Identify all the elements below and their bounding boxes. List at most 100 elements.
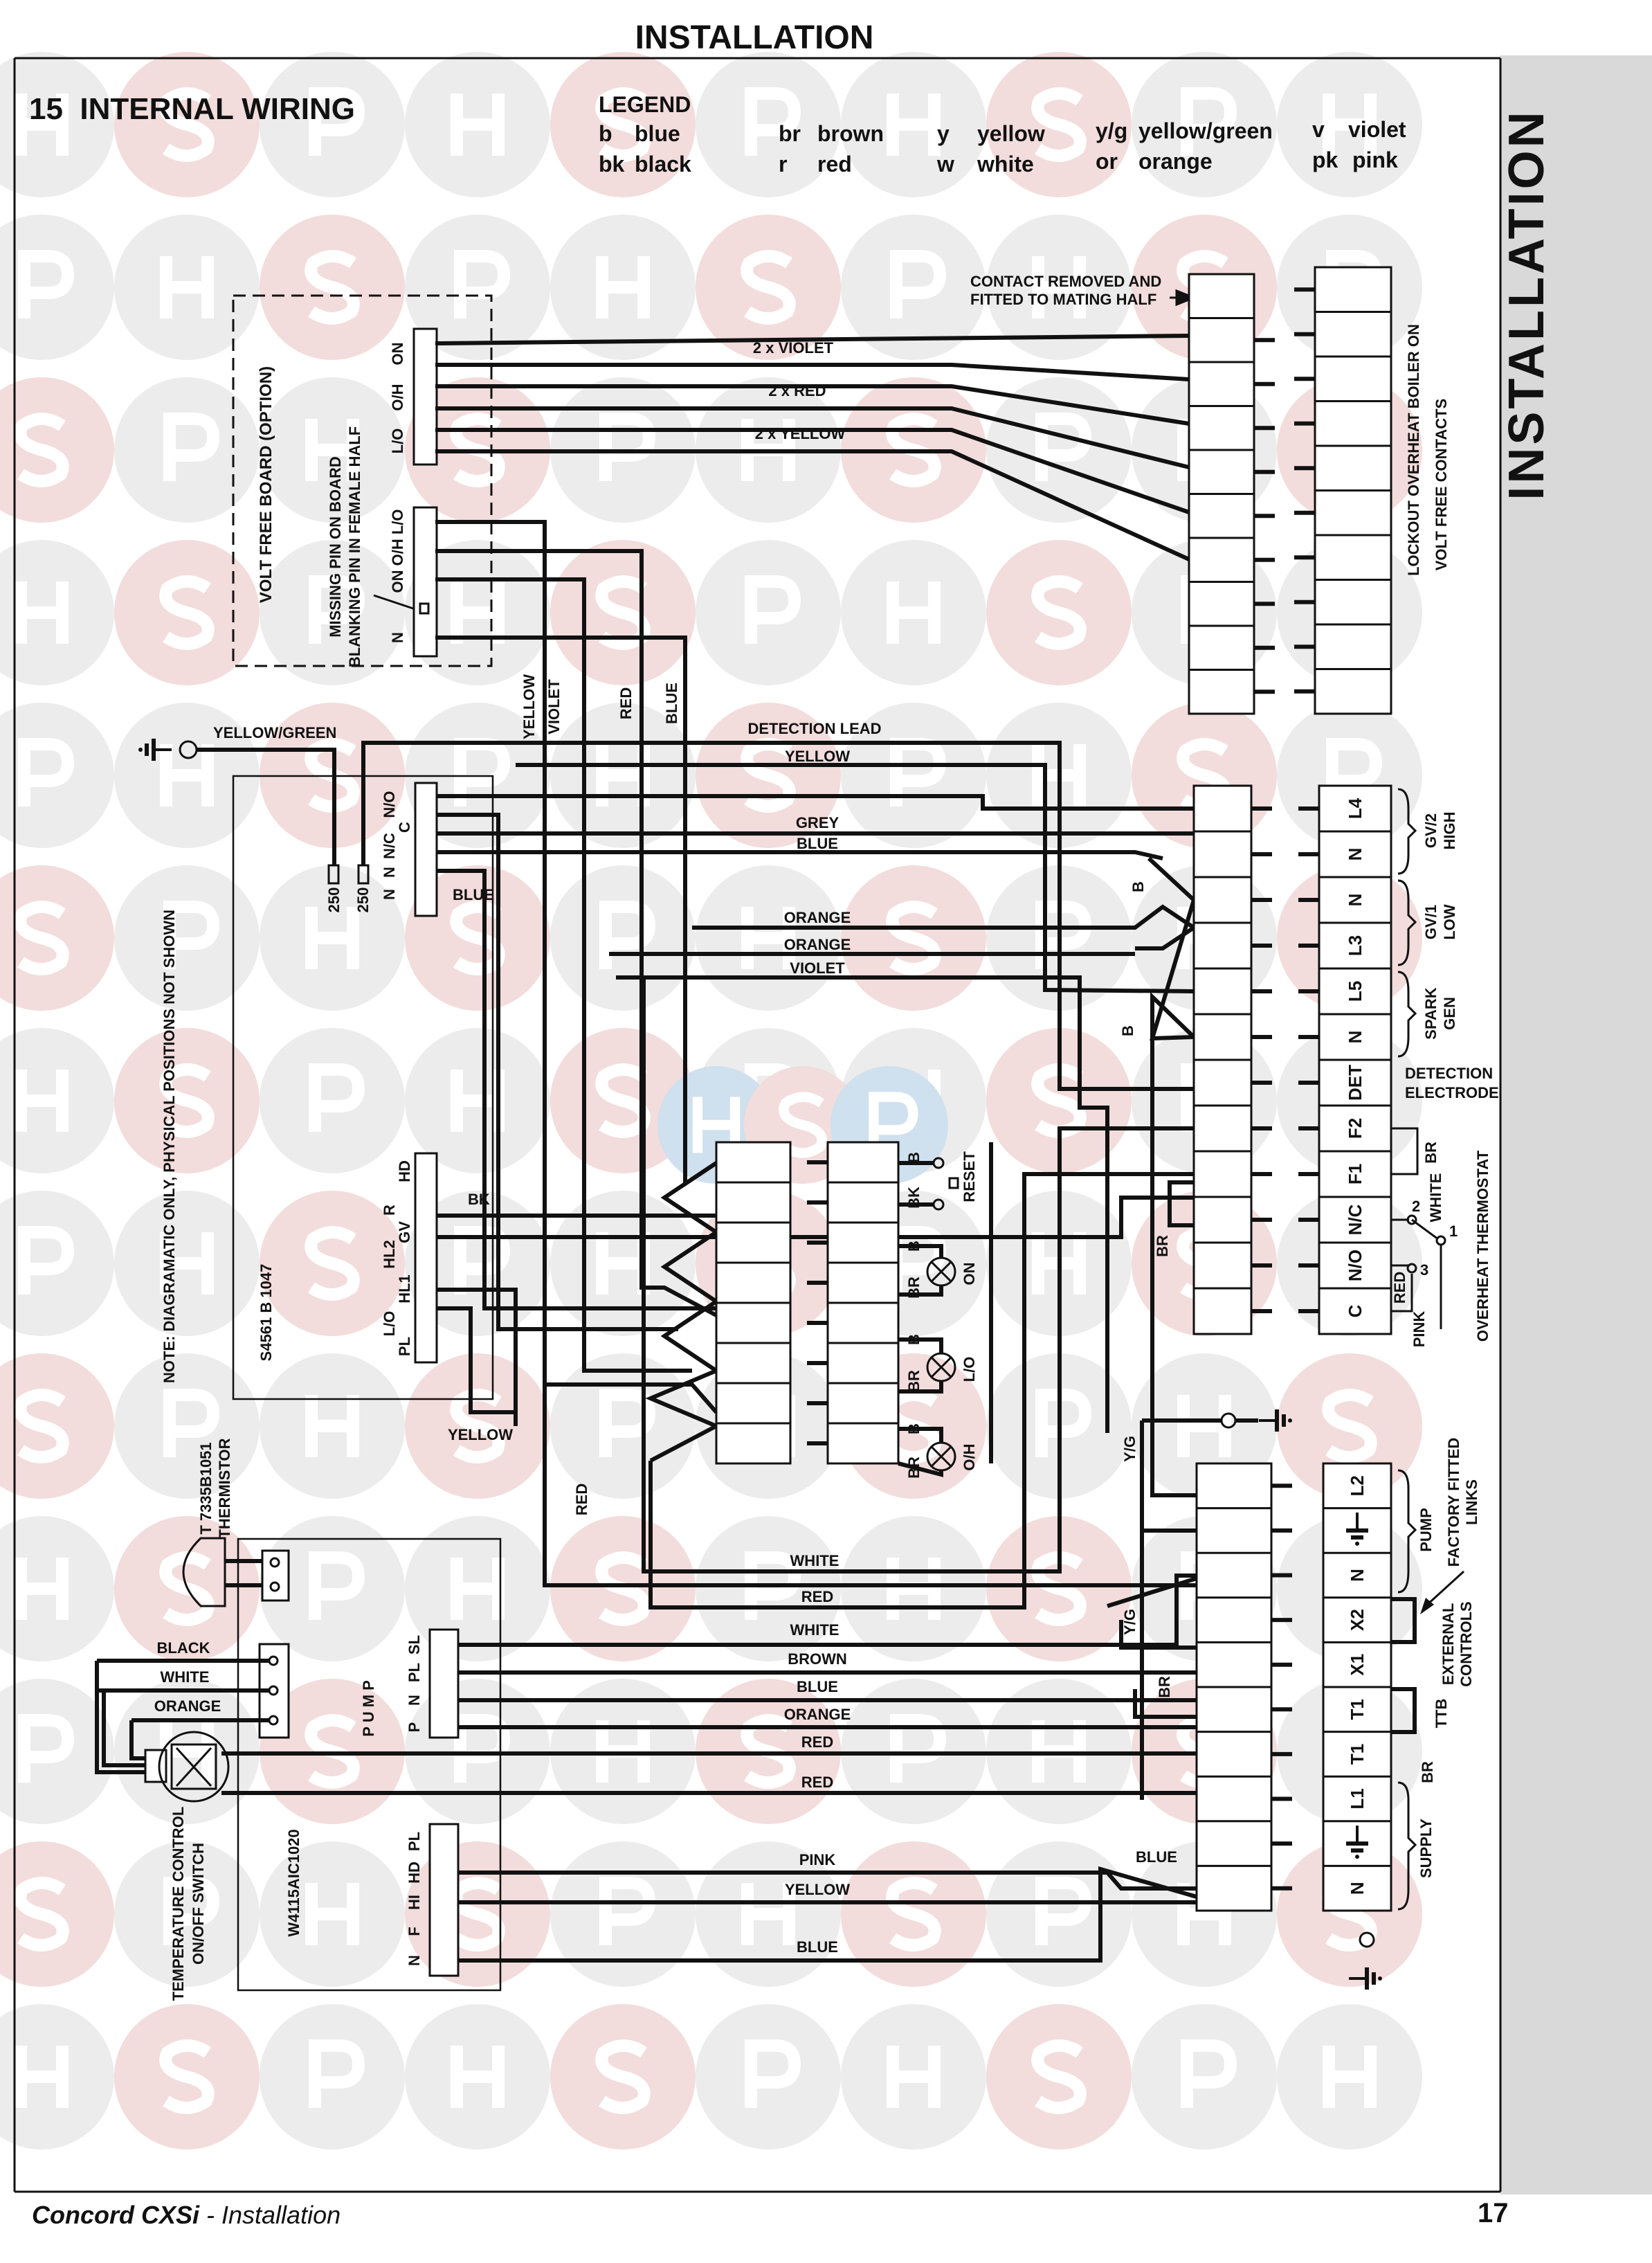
terminal-label: N	[1347, 1882, 1368, 1895]
wire-label: BLUE	[797, 1938, 838, 1956]
wire-label: ORANGE	[154, 1697, 221, 1715]
terminal-label: X2	[1347, 1609, 1368, 1631]
watermark-glyph	[14, 1877, 69, 1951]
watermark-glyph	[745, 575, 801, 644]
footer-doc-suffix: - Installation	[199, 2201, 341, 2229]
watermark-glyph	[1323, 93, 1377, 156]
wire-label: VIOLET	[790, 959, 845, 977]
gv2-label: HIGH	[1441, 812, 1458, 850]
pin-label: SL	[406, 1635, 423, 1655]
overheat-thermostat-label: OVERHEAT THERMOSTAT	[1474, 1150, 1491, 1342]
watermark-glyph	[890, 1714, 947, 1783]
spark-label: SPARK	[1422, 987, 1440, 1039]
watermark-glyph	[595, 87, 651, 162]
supply-harness-block	[1195, 1462, 1292, 1912]
pin-label: N	[406, 1695, 423, 1706]
control-connector-a	[414, 782, 438, 917]
legend-name: brown	[817, 121, 884, 146]
external-controls-label: CONTROLS	[1458, 1601, 1475, 1686]
watermark-glyph	[599, 1389, 656, 1457]
control-board-model: S4561 B 1047	[257, 1264, 275, 1362]
volt-free-contacts-functions: LOCKOUT OVERHEAT BOILER ON	[1405, 324, 1422, 576]
wire-mark: RED	[1391, 1272, 1408, 1304]
legend-code: y	[937, 121, 950, 146]
blanking-pin-note: BLANKING PIN IN FEMALE HALF	[346, 426, 363, 667]
wire-label: RED	[801, 1774, 833, 1791]
legend-name: black	[635, 152, 691, 177]
wire-mark: BR	[905, 1370, 923, 1392]
thermistor-label: THERMISTOR	[216, 1438, 233, 1538]
harness-wires: DETECTION LEAD YELLOW GREY BLUE ORANGE O…	[516, 720, 1199, 1587]
watermark-glyph	[18, 738, 75, 806]
watermark-glyph	[1326, 738, 1383, 806]
temperature-control-switch[interactable]	[158, 1731, 230, 1803]
vertical-wire-red: RED	[617, 687, 635, 719]
legend-code: or	[1096, 149, 1118, 174]
terminal-label: N	[1345, 848, 1365, 861]
terminal-label: X1	[1347, 1654, 1368, 1676]
pump-label: PUMP	[1417, 1508, 1435, 1552]
wire-label: ORANGE	[784, 909, 851, 926]
wire-label: BLUE	[797, 1678, 838, 1695]
terminal-label: F2	[1345, 1118, 1365, 1139]
gas-valve-annotations: GV/2 HIGH GV/1 LOW SPARK GEN DETECTION E…	[1391, 788, 1499, 1347]
wire-label: ORANGE	[784, 1706, 851, 1723]
diagram-note: NOTE: DIAGRAMATIC ONLY, PHYSICAL POSITIO…	[161, 910, 178, 1383]
footer-document: Concord CXSi - Installation	[32, 2201, 341, 2229]
watermark-glyph	[1181, 2039, 1237, 2108]
watermark-glyph	[309, 87, 365, 156]
control-connector-b	[414, 1152, 438, 1364]
watermark-glyph	[1323, 2046, 1377, 2108]
legend-name: white	[977, 152, 1034, 177]
watermark-glyph	[15, 581, 69, 644]
missing-pin-arrow	[373, 594, 416, 611]
watermark-glyph	[15, 1558, 69, 1620]
earth-lead-label: YELLOW/GREEN	[213, 724, 336, 741]
watermark-glyph	[1032, 256, 1086, 318]
section-title: 15 INTERNAL WIRING	[29, 92, 355, 126]
watermark-glyph	[305, 907, 359, 969]
vertical-wire-yellow: YELLOW	[520, 674, 538, 739]
logo-glyph	[779, 1092, 827, 1158]
watermark-glyph	[14, 413, 69, 487]
spade-terminal	[357, 864, 370, 885]
watermark-glyph	[745, 1551, 801, 1620]
legend-title: LEGEND	[599, 92, 691, 117]
pin-label: N	[389, 632, 406, 643]
volt-free-board-outline	[232, 294, 493, 667]
legend: LEGEND b blue bk black br brown r red y …	[599, 92, 1406, 177]
relay-block-right	[807, 1141, 900, 1465]
pin-label: N	[381, 889, 398, 900]
wire-label: GREY	[796, 814, 839, 831]
watermark-glyph	[595, 1063, 651, 1138]
legend-code: br	[779, 121, 801, 146]
pump-connector-label: PUMP	[360, 1676, 377, 1737]
watermark-glyph	[309, 2039, 365, 2108]
watermark-glyph	[15, 2046, 69, 2108]
watermark-glyph	[741, 907, 795, 969]
watermark-glyph	[887, 2046, 941, 2108]
pin-label: L/O	[389, 429, 406, 454]
watermark-glyph	[305, 419, 359, 481]
wire-label-yellow: 2 x YELLOW	[755, 425, 846, 442]
pin-label: N	[406, 1955, 423, 1966]
terminal-label: N/O	[1345, 1250, 1365, 1281]
wire-label-violet: 2 x VIOLET	[753, 339, 834, 357]
pin-label: ON O/H L/O	[389, 510, 406, 593]
gv2-label: GV/2	[1422, 813, 1440, 848]
page-number: 17	[1478, 2198, 1509, 2228]
wire-label: YELLOW	[785, 1881, 850, 1898]
pump-connector	[428, 1628, 460, 1739]
reset-label: RESET	[961, 1151, 978, 1202]
wire-label: PINK	[799, 1851, 836, 1868]
pin-label: C	[396, 822, 413, 833]
legend-code: b	[599, 121, 612, 146]
pin-label: O/H	[389, 384, 406, 411]
watermark-glyph	[595, 2039, 651, 2114]
wire-label: ORANGE	[784, 936, 851, 953]
missing-pin-note: MISSING PIN ON BOARD	[327, 456, 344, 638]
watermark-glyph	[886, 1877, 941, 1951]
logo-glyph	[869, 1092, 918, 1153]
lamp-lockout-icon	[926, 1352, 956, 1382]
